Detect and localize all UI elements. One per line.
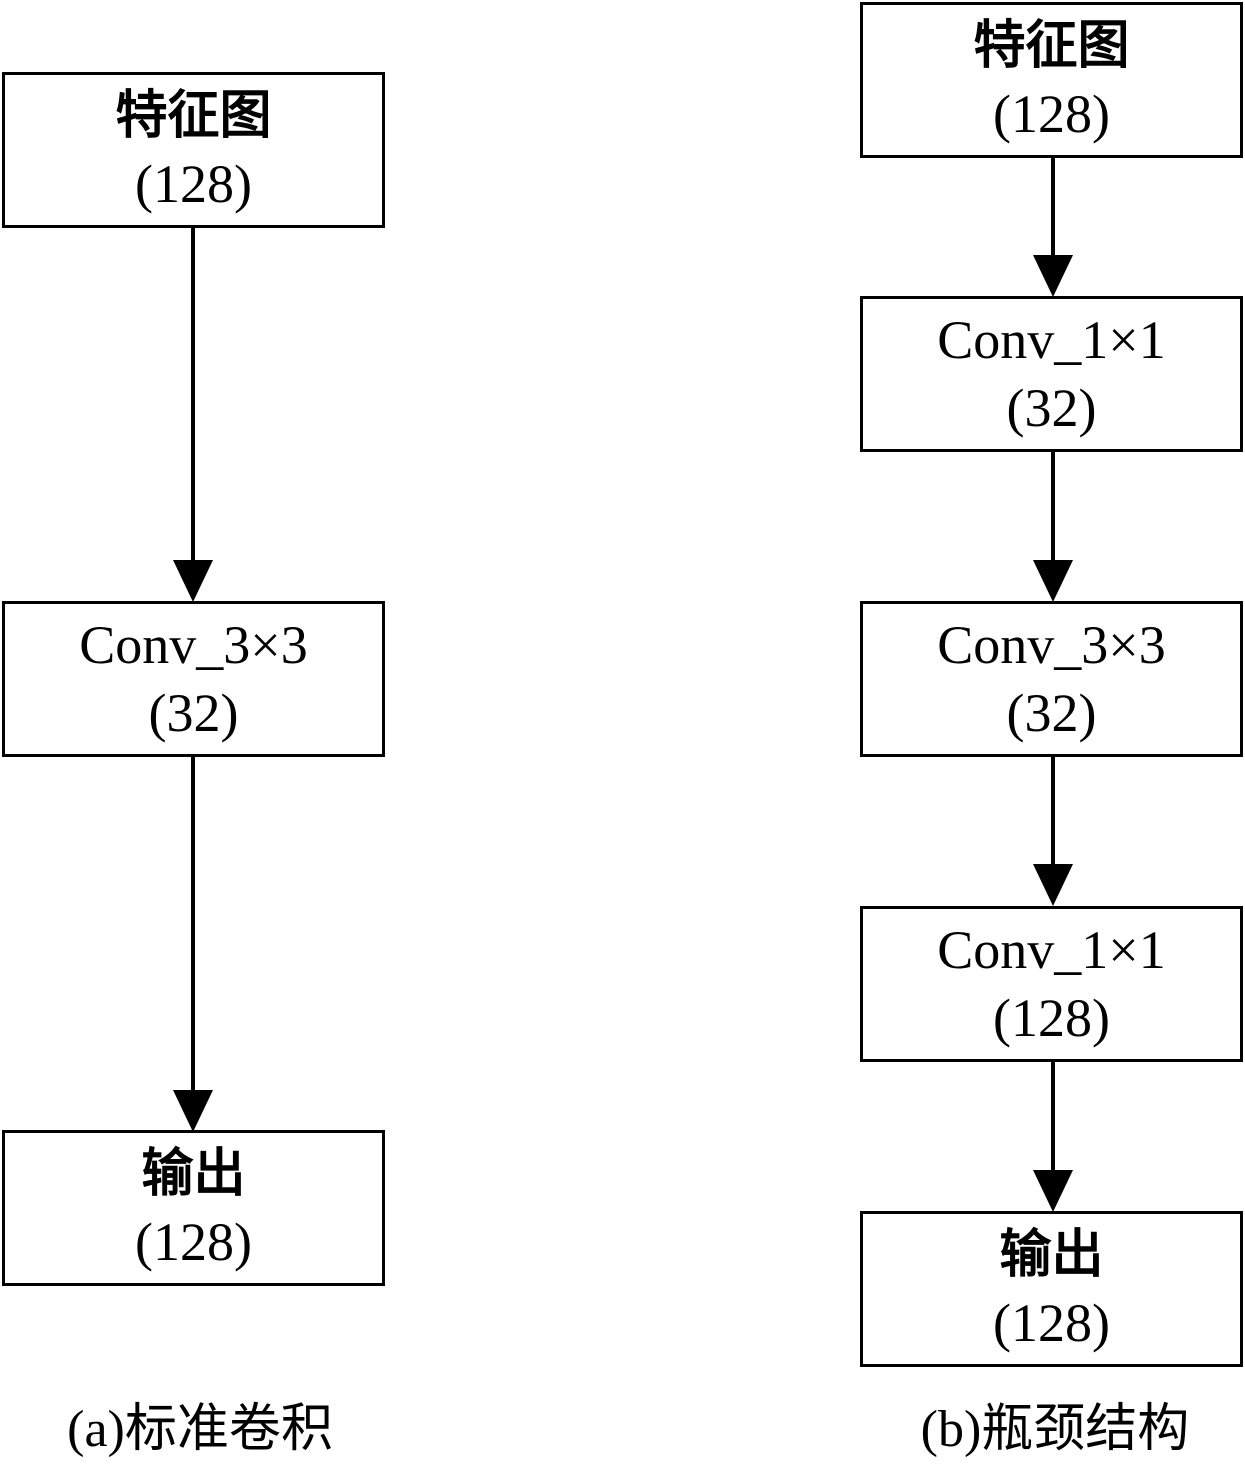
node-b-output-title: 输出 xyxy=(999,1225,1104,1285)
arrow-b-3 xyxy=(1033,756,1073,906)
node-a-output-title: 输出 xyxy=(141,1144,246,1204)
node-b-output-channels: (128) xyxy=(993,1293,1110,1353)
node-a-feature-map-title: 特征图 xyxy=(115,86,272,146)
node-b-conv1x1-reduce-title: Conv_1×1 xyxy=(937,310,1166,370)
node-b-conv3x3: Conv_3×3 (32) xyxy=(860,601,1243,757)
node-b-conv1x1-expand: Conv_1×1 (128) xyxy=(860,906,1243,1062)
arrow-b-2 xyxy=(1033,451,1073,602)
node-b-conv1x1-reduce-channels: (32) xyxy=(1006,378,1097,438)
node-b-feature-map: 特征图 (128) xyxy=(860,2,1243,158)
arrow-b-1 xyxy=(1033,157,1073,297)
arrow-a-2 xyxy=(173,756,213,1132)
node-a-conv3x3-title: Conv_3×3 xyxy=(79,615,308,675)
node-b-feature-map-title: 特征图 xyxy=(973,16,1130,76)
node-b-conv1x1-expand-title: Conv_1×1 xyxy=(937,920,1166,980)
node-a-feature-map: 特征图 (128) xyxy=(2,72,385,228)
node-b-conv3x3-channels: (32) xyxy=(1006,683,1097,743)
node-a-output-channels: (128) xyxy=(135,1212,252,1272)
caption-b: (b)瓶颈结构 xyxy=(920,1401,1190,1458)
node-a-conv3x3-channels: (32) xyxy=(148,683,239,743)
arrow-b-4 xyxy=(1033,1061,1073,1212)
node-b-feature-map-channels: (128) xyxy=(993,84,1110,144)
node-a-output: 输出 (128) xyxy=(2,1130,385,1286)
node-a-conv3x3: Conv_3×3 (32) xyxy=(2,601,385,757)
node-b-conv1x1-reduce: Conv_1×1 (32) xyxy=(860,296,1243,452)
node-b-conv1x1-expand-channels: (128) xyxy=(993,988,1110,1048)
node-a-feature-map-channels: (128) xyxy=(135,154,252,214)
caption-a: (a)标准卷积 xyxy=(67,1401,333,1458)
node-b-output: 输出 (128) xyxy=(860,1211,1243,1367)
node-b-conv3x3-title: Conv_3×3 xyxy=(937,615,1166,675)
arrow-a-1 xyxy=(173,228,213,602)
